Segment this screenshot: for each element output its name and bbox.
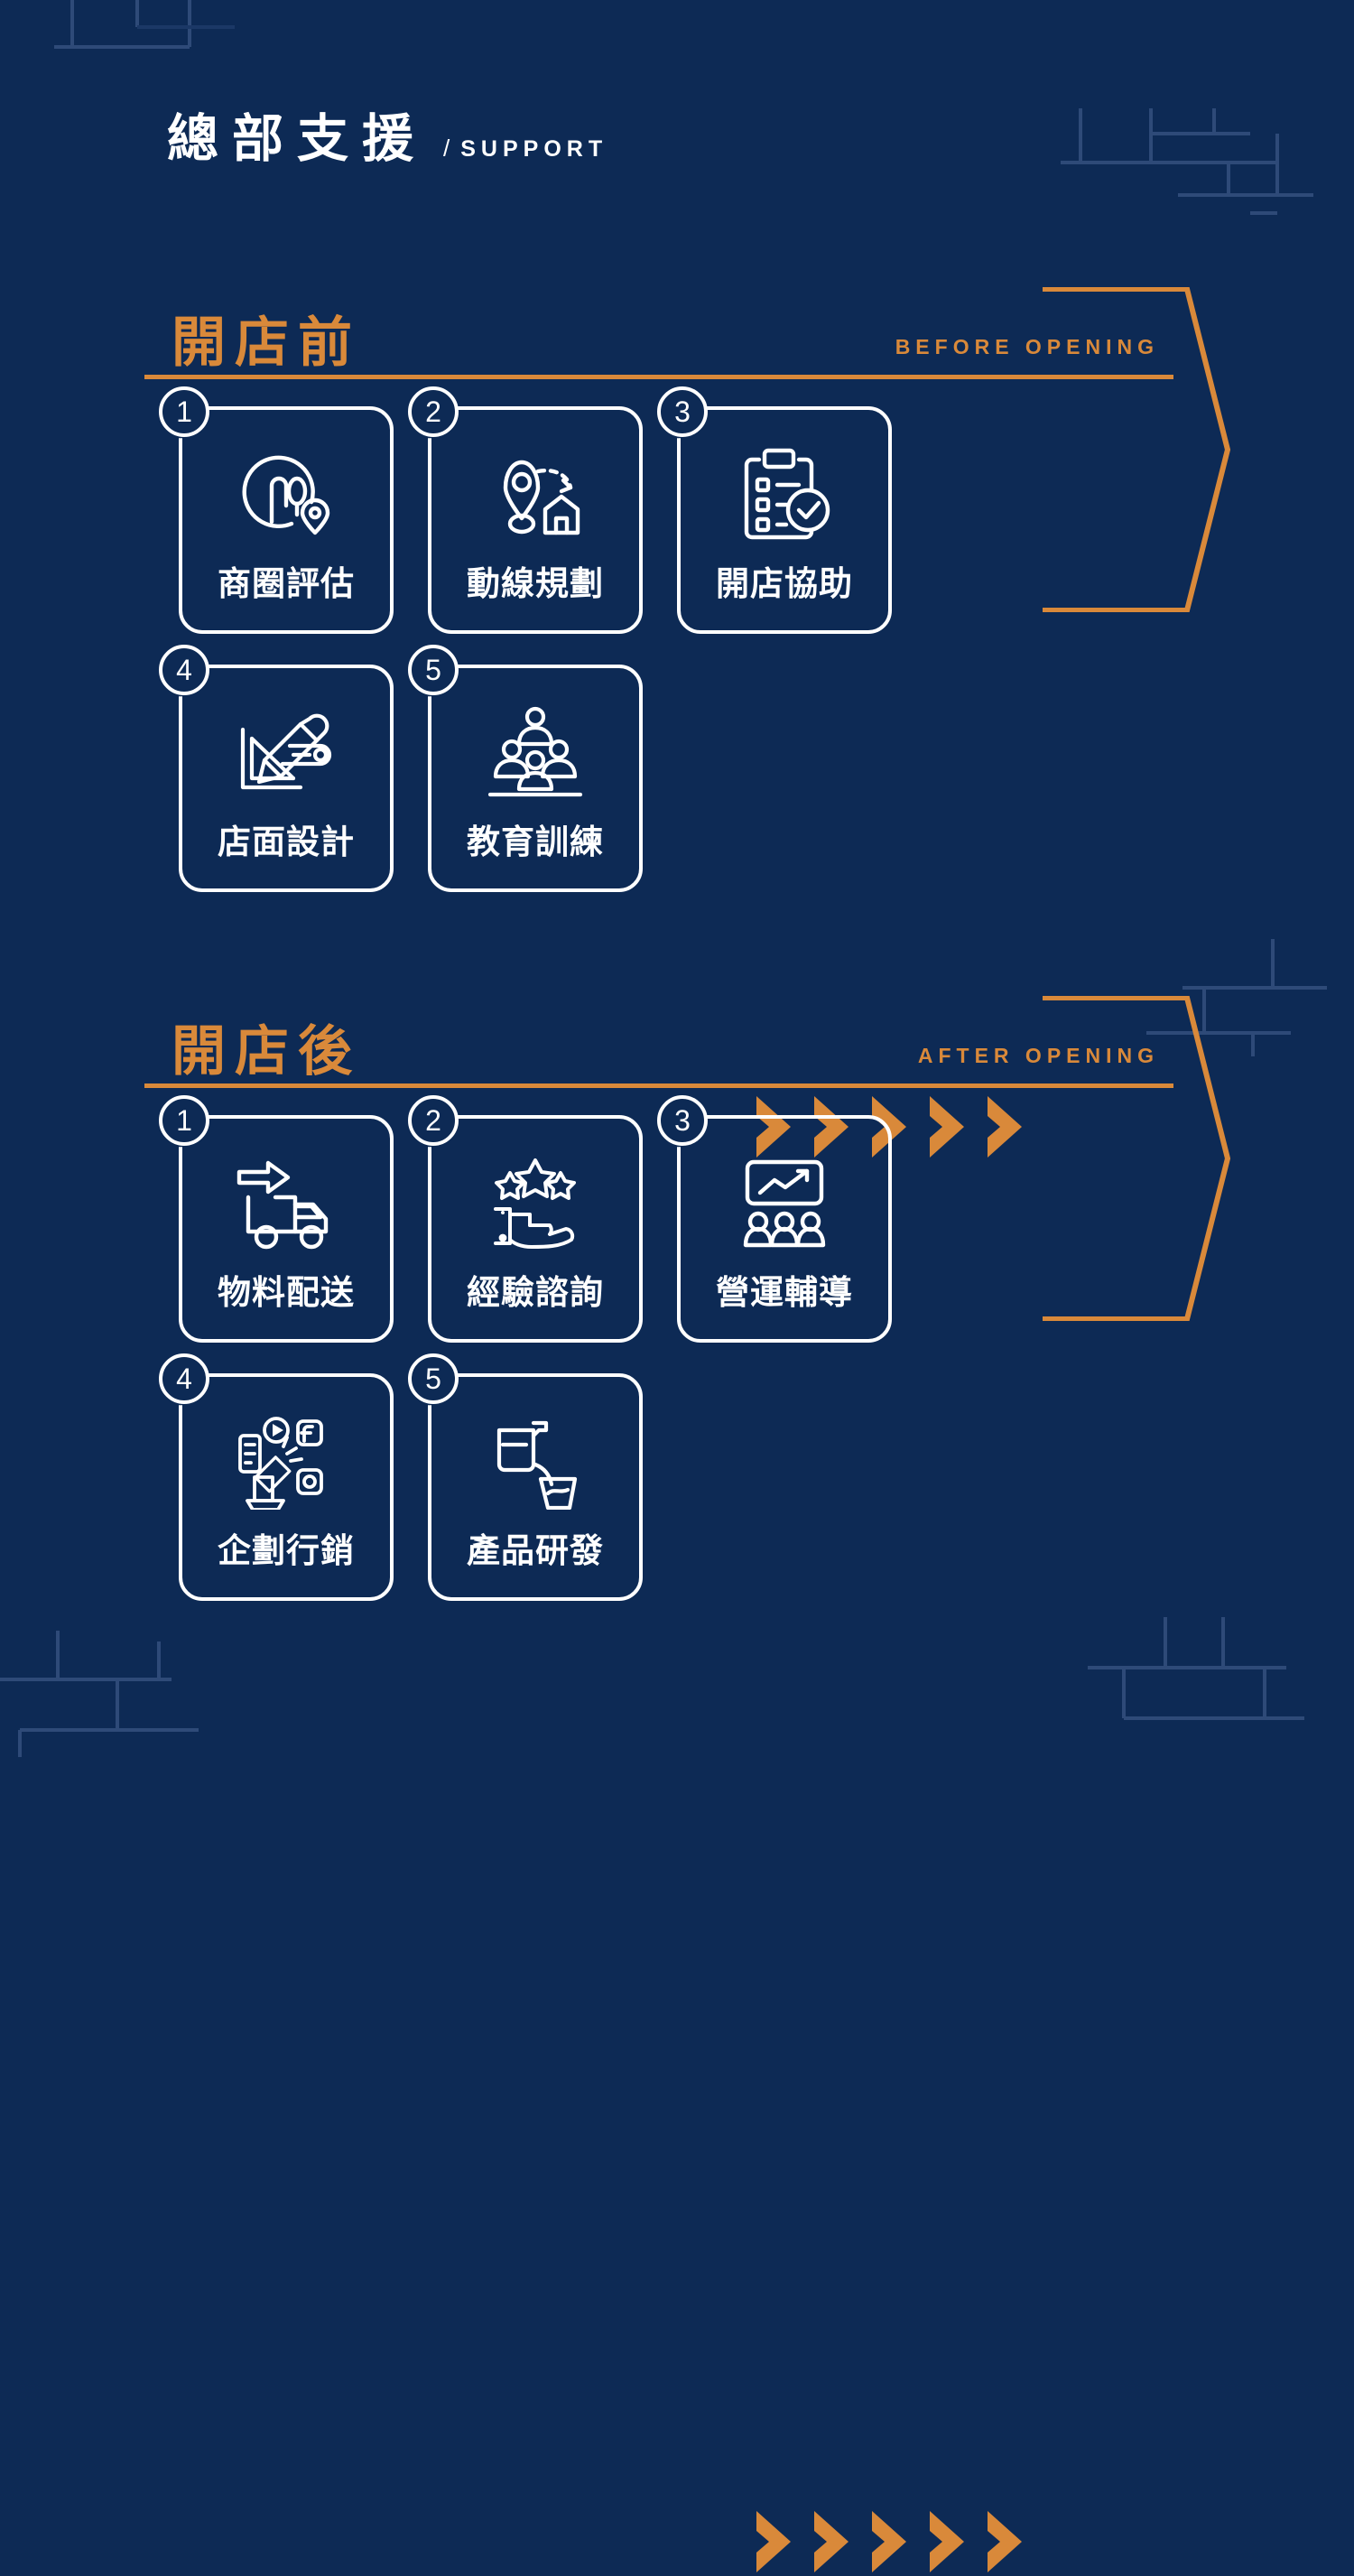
card-number: 4 [159, 645, 209, 695]
card-frame [179, 1373, 394, 1601]
chevron-icon [814, 2511, 849, 2572]
delivery-truck-icon [179, 1148, 394, 1260]
card-frame [428, 1373, 643, 1601]
card-number: 3 [657, 386, 708, 437]
card-operations-coaching[interactable]: 3 營運輔導 [657, 1095, 892, 1343]
card-label: 經驗諮詢 [467, 1274, 604, 1311]
card-frame [179, 1115, 394, 1343]
card-number: 4 [159, 1353, 209, 1404]
card-experience-consulting[interactable]: 2 經驗諮詢 [408, 1095, 643, 1343]
location-pin-circle-icon [179, 439, 394, 551]
page-title: 總部支援 [167, 110, 427, 168]
card-frame [179, 665, 394, 892]
card-number: 2 [408, 386, 459, 437]
section-rule [144, 1083, 1173, 1088]
card-trade-area-assessment[interactable]: 1 商圈評估 [159, 386, 394, 634]
section-header-before-opening: 開店前 BEFORE OPENING [144, 289, 1192, 379]
card-number: 5 [408, 1353, 459, 1404]
card-label: 營運輔導 [716, 1274, 853, 1311]
card-product-development[interactable]: 5 產品研發 [408, 1353, 643, 1601]
card-label: 店面設計 [218, 823, 355, 860]
chevron-run-after-opening [751, 2507, 1029, 2576]
card-frame [677, 1115, 892, 1343]
clipboard-checklist-icon [677, 439, 892, 551]
card-material-delivery[interactable]: 1 物料配送 [159, 1095, 394, 1343]
card-grid-after-opening: 1 物料配送 2 [159, 1095, 973, 1601]
pitcher-pour-cup-icon [428, 1406, 643, 1518]
chevron-icon [930, 1096, 964, 1158]
section-after-opening: 開店後 AFTER OPENING 1 物料 [0, 998, 1354, 2572]
section-title-after-opening: 開店後 [172, 1021, 361, 1082]
card-label: 產品研發 [467, 1532, 604, 1569]
pin-to-house-route-icon [428, 439, 643, 551]
decor-lines-top-left [54, 0, 235, 72]
training-group-icon [428, 697, 643, 809]
chevron-icon [930, 2511, 964, 2572]
page-title-row: 總部支援 / SUPPORT [167, 114, 607, 165]
card-planning-marketing[interactable]: 4 [159, 1353, 394, 1601]
growth-chart-people-icon [677, 1148, 892, 1260]
decor-lines-top-right [1061, 108, 1313, 217]
chevron-icon [814, 1096, 849, 1158]
page-title-separator: / [443, 135, 450, 162]
card-label: 物料配送 [218, 1274, 355, 1311]
card-number: 1 [159, 1095, 209, 1146]
card-grid-before-opening: 1 商圈評估 2 [159, 386, 973, 892]
chevron-icon [756, 2511, 791, 2572]
card-label: 商圈評估 [218, 565, 355, 602]
section-title-before-opening: 開店前 [172, 312, 361, 373]
card-frame [677, 406, 892, 634]
card-store-design[interactable]: 4 店面設計 [159, 645, 394, 892]
card-label: 企劃行銷 [218, 1532, 355, 1569]
card-education-training[interactable]: 5 教育訓練 [408, 645, 643, 892]
card-traffic-flow-planning[interactable]: 2 動線規劃 [408, 386, 643, 634]
decor-lines-bottom-left [0, 1631, 199, 1757]
hand-three-stars-icon [428, 1148, 643, 1260]
section-title-en-before-opening: BEFORE OPENING [895, 335, 1159, 358]
card-frame [428, 406, 643, 634]
blueprint-pencil-icon [179, 697, 394, 809]
card-number: 1 [159, 386, 209, 437]
card-number: 3 [657, 1095, 708, 1146]
decor-lines-bottom-right [1088, 1617, 1304, 1753]
chevron-icon [872, 2511, 906, 2572]
section-before-opening: 開店前 BEFORE OPENING 1 商 [0, 289, 1354, 1158]
chevron-run-before-opening [751, 1093, 1029, 1161]
megaphone-social-icon [179, 1406, 394, 1518]
card-number: 5 [408, 645, 459, 695]
card-frame [428, 665, 643, 892]
section-header-after-opening: 開店後 AFTER OPENING [144, 998, 1192, 1088]
card-opening-assistance[interactable]: 3 開店協助 [657, 386, 892, 634]
section-rule [144, 375, 1173, 379]
card-label: 動線規劃 [467, 565, 604, 602]
card-label: 開店協助 [716, 565, 853, 602]
card-number: 2 [408, 1095, 459, 1146]
section-title-en-after-opening: AFTER OPENING [917, 1044, 1159, 1067]
chevron-icon [988, 2511, 1022, 2572]
card-label: 教育訓練 [467, 823, 604, 860]
card-frame [428, 1115, 643, 1343]
chevron-icon [756, 1096, 791, 1158]
card-frame [179, 406, 394, 634]
page-title-english: SUPPORT [460, 136, 608, 162]
chevron-icon [988, 1096, 1022, 1158]
